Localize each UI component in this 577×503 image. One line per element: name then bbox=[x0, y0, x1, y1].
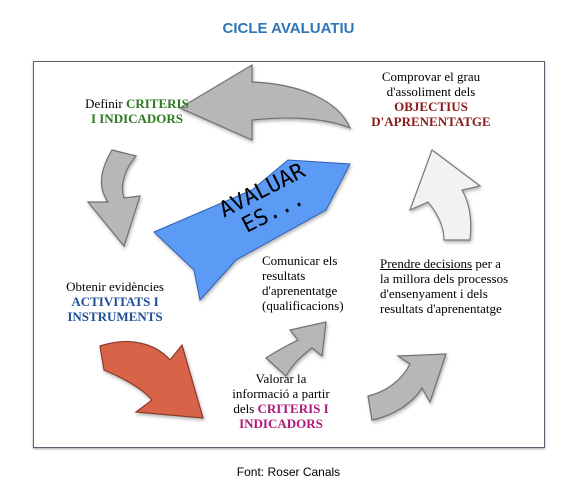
step-evidence: Obtenir evidències ACTIVITATS I INSTRUME… bbox=[48, 279, 182, 324]
assess-bold1: CRITERIS I bbox=[257, 401, 329, 416]
step-verify: Comprovar el grau d'assoliment dels OBJE… bbox=[356, 69, 506, 129]
assess-prefix: dels bbox=[233, 401, 255, 416]
verify-bold2: D'APRENENTATGE bbox=[371, 114, 491, 129]
assess-line2: informació a partir bbox=[232, 386, 330, 401]
define-prefix: Definir bbox=[85, 96, 123, 111]
evidence-bold1: ACTIVITATS I bbox=[71, 294, 159, 309]
step-decide: Prendre decisions per a la millora dels … bbox=[380, 256, 540, 316]
decide-line2: la millora dels processos bbox=[380, 271, 509, 286]
arrow-white-up bbox=[408, 149, 482, 241]
decide-line3: d'ensenyament i dels bbox=[380, 286, 488, 301]
verify-line1: Comprovar el grau bbox=[381, 69, 481, 84]
step-assess: Valorar la informació a partir dels CRIT… bbox=[218, 371, 344, 431]
arrow-left-down bbox=[86, 149, 141, 248]
arrow-top-left bbox=[178, 63, 352, 141]
assess-bold2: INDICADORS bbox=[239, 416, 323, 431]
arrow-red bbox=[99, 341, 204, 419]
assess-line1: Valorar la bbox=[255, 371, 307, 386]
step-define: Definir CRITERIS I INDICADORS bbox=[62, 96, 212, 126]
verify-line2: d'assoliment dels bbox=[386, 84, 476, 99]
decide-underlined: Prendre decisions bbox=[380, 256, 473, 271]
define-bold2: I INDICADORS bbox=[90, 111, 184, 126]
arrow-small-up bbox=[265, 321, 327, 377]
decide-line4: resultats d'aprenentatge bbox=[380, 301, 502, 316]
evidence-line1: Obtenir evidències bbox=[66, 279, 164, 294]
step-communicate: Comunicar els resultats d'aprenentatge (… bbox=[262, 253, 372, 313]
center-arrow bbox=[153, 159, 351, 302]
communicate-line4: (qualificacions) bbox=[262, 298, 344, 313]
diagram-frame bbox=[33, 61, 545, 448]
arrow-bottom-right bbox=[367, 353, 447, 421]
communicate-line1: Comunicar els bbox=[262, 253, 338, 268]
communicate-line3: d'aprenentatge bbox=[262, 283, 338, 298]
evidence-bold2: INSTRUMENTS bbox=[67, 309, 163, 324]
source-caption: Font: Roser Canals bbox=[236, 465, 341, 479]
communicate-line2: resultats bbox=[262, 268, 306, 283]
decide-line1-rest: per a bbox=[472, 256, 501, 271]
diagram-title: CICLE AVALUATIU bbox=[222, 20, 355, 37]
verify-bold1: OBJECTIUS bbox=[394, 99, 468, 114]
define-bold1: CRITERIS bbox=[125, 96, 189, 111]
